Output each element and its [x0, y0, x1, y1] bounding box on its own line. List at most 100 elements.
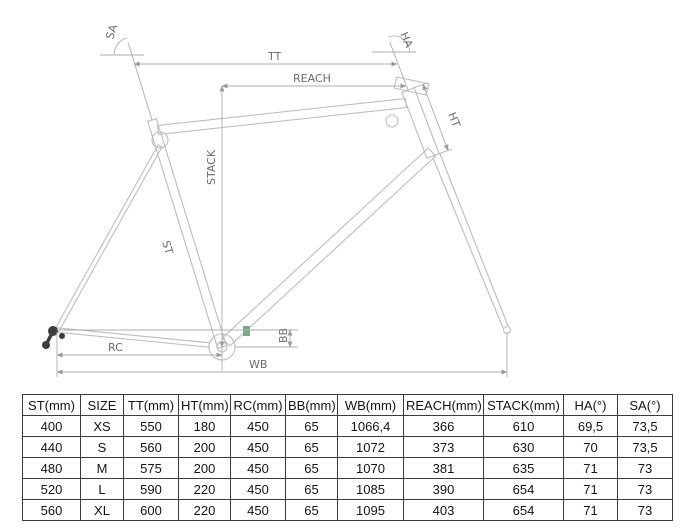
- cell: 654: [483, 499, 564, 521]
- cell: 450: [230, 436, 286, 458]
- col-header-wb: WB(mm): [337, 394, 404, 416]
- cell: 390: [403, 478, 484, 500]
- cell: 73,5: [617, 436, 673, 458]
- ha-label: HA: [397, 30, 415, 50]
- cell: 480: [22, 457, 81, 479]
- fork-blade: [439, 153, 509, 327]
- cell: 73,5: [617, 415, 673, 437]
- cable-port: [385, 114, 399, 128]
- cell: S: [80, 436, 124, 458]
- cell: 73: [617, 478, 673, 500]
- cell: 200: [178, 457, 231, 479]
- tt-label: TT: [267, 50, 282, 63]
- bike-frame-drawing: SA HA TT REACH STACK HT ST BB RC WB: [42, 23, 512, 377]
- col-header-size: SIZE: [80, 394, 124, 416]
- cell: 70: [563, 436, 618, 458]
- cell: 69,5: [563, 415, 618, 437]
- cell: 73: [617, 499, 673, 521]
- cell: 200: [178, 436, 231, 458]
- cell: 403: [403, 499, 484, 521]
- cell: 65: [285, 415, 338, 437]
- cell: 520: [22, 478, 81, 500]
- cell: 65: [285, 478, 338, 500]
- stack-label: STACK: [205, 149, 218, 185]
- rear-derailleur: [42, 326, 65, 349]
- cell: 220: [178, 478, 231, 500]
- cell: 610: [483, 415, 564, 437]
- col-header-rc: RC(mm): [230, 394, 286, 416]
- cell: 1072: [337, 436, 404, 458]
- cell: 73: [617, 457, 673, 479]
- col-header-stack: STACK(mm): [483, 394, 564, 416]
- cell: 373: [403, 436, 484, 458]
- col-header-tt: TT(mm): [123, 394, 179, 416]
- seat-axis-extension: [127, 42, 153, 121]
- cell: 440: [22, 436, 81, 458]
- cell: 71: [563, 478, 618, 500]
- seat-clamp: [151, 131, 169, 149]
- sa-angle-arc: [113, 37, 127, 56]
- col-header-ha: HA(°): [563, 394, 618, 416]
- top-tube: [156, 97, 408, 136]
- cell: 65: [285, 436, 338, 458]
- cell: 635: [483, 457, 564, 479]
- cell: XL: [80, 499, 124, 521]
- front-derailleur-mount: [243, 326, 250, 336]
- cell: 65: [285, 499, 338, 521]
- cell: 65: [285, 457, 338, 479]
- cell: 450: [230, 415, 286, 437]
- fork-blade: [432, 157, 504, 329]
- table-row-m: 480 M 575 200 450 65 1070 381 635 71 73: [22, 457, 673, 479]
- col-header-reach: REACH(mm): [403, 394, 484, 416]
- cell: 450: [230, 499, 286, 521]
- cell: 450: [230, 478, 286, 500]
- frame-geometry-diagram: SA HA TT REACH STACK HT ST BB RC WB: [42, 23, 512, 377]
- cell: 220: [178, 499, 231, 521]
- head-tube: [401, 86, 440, 160]
- cell: 654: [483, 478, 564, 500]
- head-axis-extension: [389, 41, 409, 91]
- table-row-xl: 560 XL 600 220 450 65 1095 403 654 71 73: [22, 499, 673, 521]
- col-header-bb: BB(mm): [285, 394, 338, 416]
- dimension-lines: [56, 35, 508, 377]
- bb-label: BB: [277, 328, 290, 343]
- cell: 71: [563, 499, 618, 521]
- cell: XS: [80, 415, 124, 437]
- col-header-ht: HT(mm): [178, 394, 231, 416]
- table-row-xs: 400 XS 550 180 450 65 1066,4 366 610 69,…: [22, 415, 673, 437]
- cell: 71: [563, 457, 618, 479]
- frame-tubes: [54, 76, 512, 361]
- ht-label: HT: [445, 110, 463, 129]
- chain-stay: [56, 327, 210, 348]
- cell: 600: [123, 499, 179, 521]
- cell: 180: [178, 415, 231, 437]
- cell: 560: [22, 499, 81, 521]
- col-header-sa: SA(°): [617, 394, 673, 416]
- cell: 450: [230, 457, 286, 479]
- cell: 400: [22, 415, 81, 437]
- cell: 630: [483, 436, 564, 458]
- cell: 560: [123, 436, 179, 458]
- table-row-s: 440 S 560 200 450 65 1072 373 630 70 73,…: [22, 436, 673, 458]
- ht-dimension-line: [422, 83, 449, 151]
- seat-stay: [54, 144, 163, 332]
- cell: L: [80, 478, 124, 500]
- down-tube: [221, 147, 437, 347]
- cell: 575: [123, 457, 179, 479]
- reach-label: REACH: [293, 72, 331, 85]
- table-header-row: ST(mm) SIZE TT(mm) HT(mm) RC(mm) BB(mm) …: [22, 394, 673, 416]
- ht-extension-tick: [413, 82, 428, 89]
- geometry-table: ST(mm) SIZE TT(mm) HT(mm) RC(mm) BB(mm) …: [22, 394, 673, 521]
- wb-label: WB: [249, 358, 267, 371]
- cell: 1095: [337, 499, 404, 521]
- cell: 1066,4: [337, 415, 404, 437]
- ht-extension-tick: [438, 148, 453, 155]
- cell: 550: [123, 415, 179, 437]
- cell: 1070: [337, 457, 404, 479]
- col-header-st: ST(mm): [22, 394, 81, 416]
- rc-label: RC: [108, 341, 123, 354]
- cell: 590: [123, 478, 179, 500]
- cell: 1085: [337, 478, 404, 500]
- dimension-labels: SA HA TT REACH STACK HT ST BB RC WB: [103, 23, 462, 371]
